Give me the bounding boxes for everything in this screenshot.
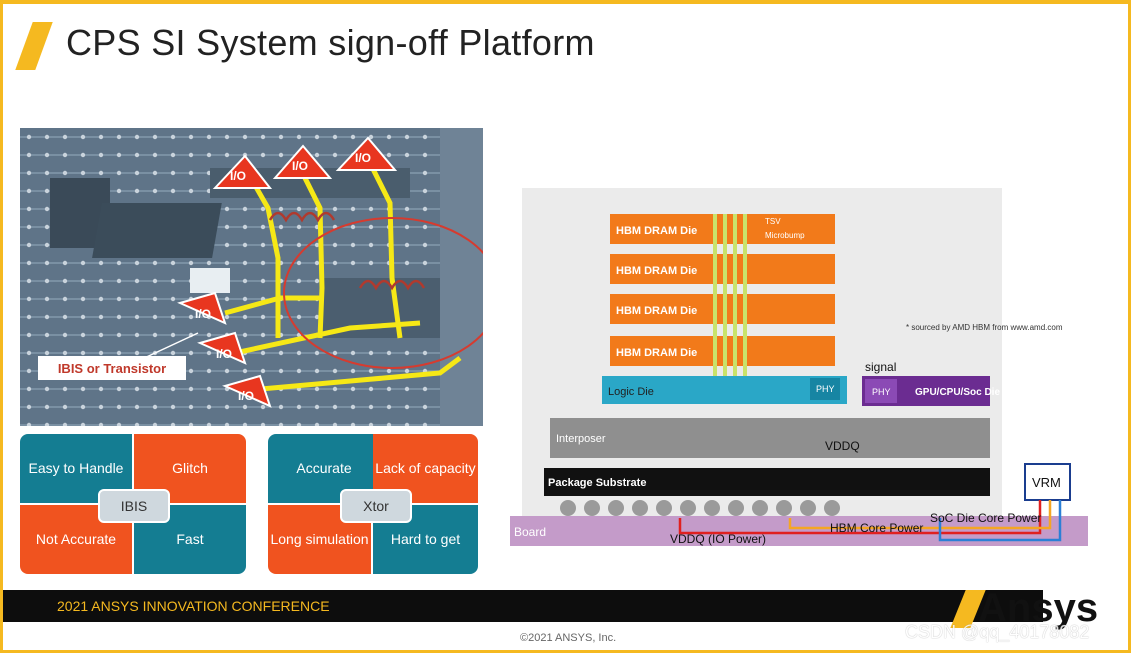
footer-bar	[3, 590, 1043, 622]
io-label: I/O	[195, 307, 211, 321]
board-label: Board	[514, 525, 546, 539]
hbm-die-label: HBM DRAM Die	[616, 305, 697, 317]
ibis-pro-fast: Fast	[134, 505, 246, 574]
ibis-quadrant: Easy to Handle Glitch Not Accurate Fast …	[20, 434, 246, 574]
interposer-label: Interposer	[556, 433, 606, 445]
hbm-stack-diagram: HBM DRAM Die HBM DRAM Die HBM DRAM Die H…	[510, 188, 1093, 560]
io-label: I/O	[230, 169, 246, 183]
phy-right-label: PHY	[872, 387, 891, 397]
vddq-label: VDDQ	[825, 439, 860, 453]
ibis-center-label: IBIS	[98, 489, 170, 523]
ansys-logo: Ansys	[978, 586, 1099, 630]
hbm-core-label: HBM Core Power	[830, 521, 923, 535]
signal-label: signal	[865, 360, 896, 374]
ibis-transistor-callout: IBIS or Transistor	[38, 356, 186, 380]
hbm-die-label: HBM DRAM Die	[616, 265, 697, 277]
hbm-die-label: HBM DRAM Die	[616, 225, 697, 237]
logic-die-label: Logic Die	[608, 386, 654, 398]
gpu-die-label: GPU/CPU/Soc Die	[915, 387, 1000, 398]
tsv-label: TSV	[765, 217, 781, 226]
slide-title: CPS SI System sign-off Platform	[66, 22, 595, 63]
io-label: I/O	[292, 159, 308, 173]
xtor-con-simulation: Long simulation	[268, 505, 371, 574]
io-label: I/O	[216, 347, 232, 361]
io-label: I/O	[355, 151, 371, 165]
copyright-text: ©2021 ANSYS, Inc.	[520, 632, 617, 644]
package-label: Package Substrate	[548, 477, 646, 489]
xtor-center-label: Xtor	[340, 489, 412, 523]
hbm-die-label: HBM DRAM Die	[616, 347, 697, 359]
vddq-io-label: VDDQ (IO Power)	[670, 532, 766, 546]
source-note: * sourced by AMD HBM from www.amd.com	[906, 323, 1063, 332]
watermark-text: CSDN @qq_40178082	[905, 622, 1090, 642]
microbump-label: Microbump	[765, 231, 805, 240]
conference-label: 2021 ANSYS INNOVATION CONFERENCE	[57, 598, 330, 614]
vrm-label: VRM	[1032, 475, 1061, 490]
phy-left-label: PHY	[816, 384, 835, 394]
xtor-quadrant: Accurate Lack of capacity Long simulatio…	[268, 434, 494, 574]
io-label: I/O	[238, 389, 254, 403]
soc-core-label: SoC Die Core Power	[930, 511, 1041, 525]
pcb-image: I/O I/O I/O I/O I/O I/O	[20, 128, 483, 426]
